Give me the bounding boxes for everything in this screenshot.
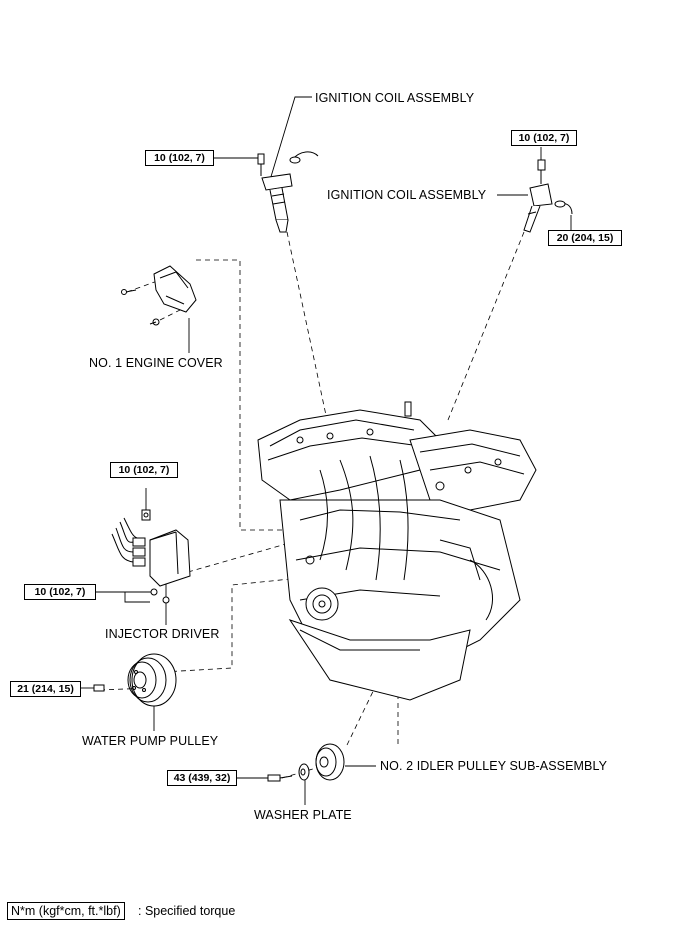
label-ignition-coil-left: IGNITION COIL ASSEMBLY: [315, 91, 475, 105]
water-pump-pulley-part: [93, 653, 177, 707]
torque-box-injector-top: 10 (102, 7): [110, 462, 178, 478]
torque-box-coil-right-bolt: 10 (102, 7): [511, 130, 577, 146]
engine-cover-part: [121, 265, 197, 326]
label-idler-pulley: NO. 2 IDLER PULLEY SUB-ASSEMBLY: [380, 759, 608, 773]
legend-description: : Specified torque: [138, 904, 236, 918]
ignition-coil-right: [523, 159, 573, 233]
label-washer-plate: WASHER PLATE: [254, 808, 352, 822]
legend-unit-box: N*m (kgf*cm, ft.*lbf): [7, 902, 125, 920]
ignition-coil-left: [257, 151, 319, 233]
label-water-pump-pulley: WATER PUMP PULLEY: [82, 734, 219, 748]
label-ignition-coil-right: IGNITION COIL ASSEMBLY: [327, 188, 487, 202]
label-injector-driver: INJECTOR DRIVER: [105, 627, 220, 641]
idler-pulley-part: [267, 743, 345, 782]
engine-block: [257, 401, 537, 701]
label-engine-cover: NO. 1 ENGINE COVER: [89, 356, 223, 370]
torque-box-coil-right-connector: 20 (204, 15): [548, 230, 622, 246]
torque-box-idler: 43 (439, 32): [167, 770, 237, 786]
injector-driver-part: [111, 509, 191, 604]
torque-box-pulley: 21 (214, 15): [10, 681, 81, 697]
torque-box-coil-left: 10 (102, 7): [145, 150, 214, 166]
torque-box-injector-bottom: 10 (102, 7): [24, 584, 96, 600]
